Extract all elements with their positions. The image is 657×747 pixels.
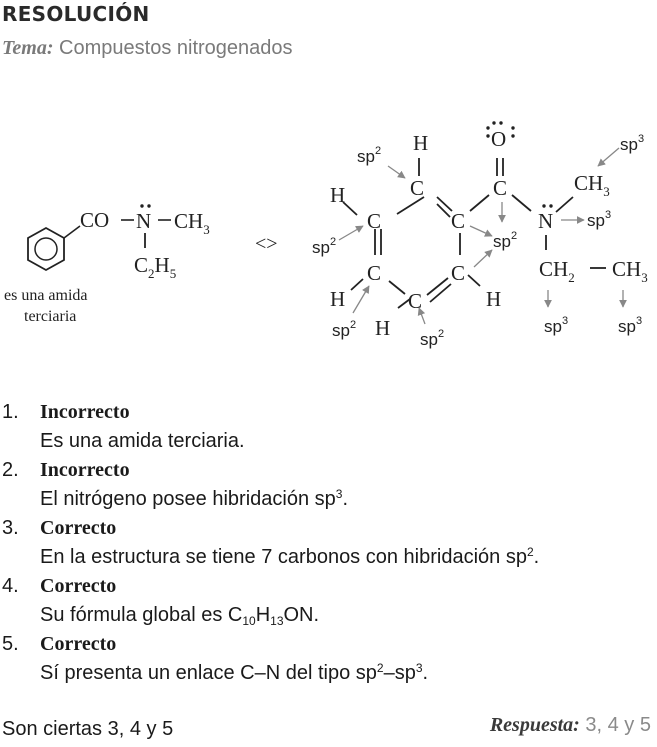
sp3-label-ch3: sp3 — [618, 315, 642, 336]
list-item: 3. Correcto — [2, 514, 539, 543]
sp2-label-left: sp2 — [312, 236, 336, 257]
page-title: RESOLUCIÓN — [2, 2, 150, 26]
atom-h-left: H — [330, 183, 345, 207]
conclusion-text: Son ciertas 3, 4 y 5 — [2, 718, 174, 740]
atom-h-top: H — [413, 131, 428, 155]
ethyl-label: C2H5 — [134, 253, 176, 281]
item-verdict: Correcto — [40, 575, 117, 597]
atom-labels: H C C O H C C N C C H H C H CH3 CH2 CH3 — [330, 127, 648, 340]
list-item: 5. Correcto — [2, 630, 539, 659]
item-description: En la estructura se tiene 7 carbonos con… — [40, 545, 540, 568]
hybridization-labels: sp2 sp2 sp2 sp2 sp2 sp3 sp3 sp3 sp3 — [312, 133, 644, 349]
item-verdict: Correcto — [40, 517, 117, 539]
answer-value: 3, 4 y 5 — [585, 714, 651, 736]
item-number: 3. — [2, 517, 19, 539]
atom-c-right-up: C — [451, 209, 465, 233]
atom-n: N — [538, 209, 553, 233]
topic-value: Compuestos nitrogenados — [59, 37, 293, 59]
atom-c-left-up: C — [367, 209, 381, 233]
item-description: El nitrógeno posee hibridación sp3. — [40, 487, 349, 510]
sp2-label-center: sp2 — [493, 230, 517, 251]
atom-c-left-down: C — [367, 261, 381, 285]
sp2-label-top-left: sp2 — [357, 145, 381, 166]
item-description: Sí presenta un enlace C–N del tipo sp2–s… — [40, 661, 429, 684]
item-verdict: Correcto — [40, 633, 117, 655]
list-item: 2. Incorrecto — [2, 456, 539, 485]
atom-h-bottom: H — [375, 316, 390, 340]
atom-h-right-down: H — [486, 287, 501, 311]
topic-line: Tema: Compuestos nitrogenados — [2, 37, 293, 60]
lone-pairs — [486, 121, 553, 208]
atom-ch3-n: CH3 — [574, 171, 610, 199]
benzene-aromatic-circle — [34, 237, 58, 261]
chemical-structure-diagram: CO N CH3 C2H5 es una amida terciaria <> — [4, 121, 648, 349]
answer-line: Respuesta: 3, 4 y 5 — [490, 714, 651, 737]
amide-nitrogen-label: N — [136, 209, 151, 233]
benzene-ring — [27, 226, 65, 272]
atom-ch3-end: CH3 — [612, 257, 648, 285]
atom-c-right-down: C — [451, 261, 465, 285]
item-description: Su fórmula global es C10H13ON. — [40, 604, 320, 628]
carbonyl-group-label: CO — [80, 208, 109, 232]
list-item: 1. Incorrecto — [2, 398, 539, 427]
hybridization-arrows — [338, 147, 627, 325]
item-number: 5. — [2, 633, 19, 655]
sp3-label-ch2: sp3 — [544, 315, 568, 336]
answer-label: Respuesta: — [489, 714, 580, 736]
sp2-label-bottom: sp2 — [420, 328, 444, 349]
sp3-label-top-right: sp3 — [620, 133, 644, 154]
note-line-2: terciaria — [24, 308, 76, 325]
methyl-label: CH3 — [174, 209, 210, 237]
condensed-structure: CO N CH3 C2H5 es una amida terciaria <> — [4, 204, 278, 325]
item-number: 4. — [2, 575, 19, 597]
equivalence-symbol: <> — [255, 233, 278, 255]
expanded-structure — [342, 158, 606, 309]
atom-o: O — [491, 127, 506, 151]
item-description: Es una amida terciaria. — [40, 430, 245, 452]
item-verdict: Incorrecto — [40, 459, 130, 481]
note-line-1: es una amida — [4, 287, 88, 304]
sp3-label-n: sp3 — [587, 209, 611, 230]
item-verdict: Incorrecto — [40, 401, 130, 423]
atom-ch2: CH2 — [539, 257, 575, 285]
list-item: 4. Correcto — [2, 572, 539, 601]
atom-c-bottom: C — [408, 289, 422, 313]
item-number: 1. — [2, 401, 19, 423]
atom-c-top: C — [410, 176, 424, 200]
statements-list: 1. Incorrecto Es una amida terciaria. 2.… — [2, 398, 539, 688]
atom-c-carbonyl: C — [493, 176, 507, 200]
topic-label: Tema: — [2, 37, 54, 59]
atom-h-left-down: H — [330, 287, 345, 311]
item-number: 2. — [2, 459, 19, 481]
sp2-label-bottom-left: sp2 — [332, 319, 356, 340]
